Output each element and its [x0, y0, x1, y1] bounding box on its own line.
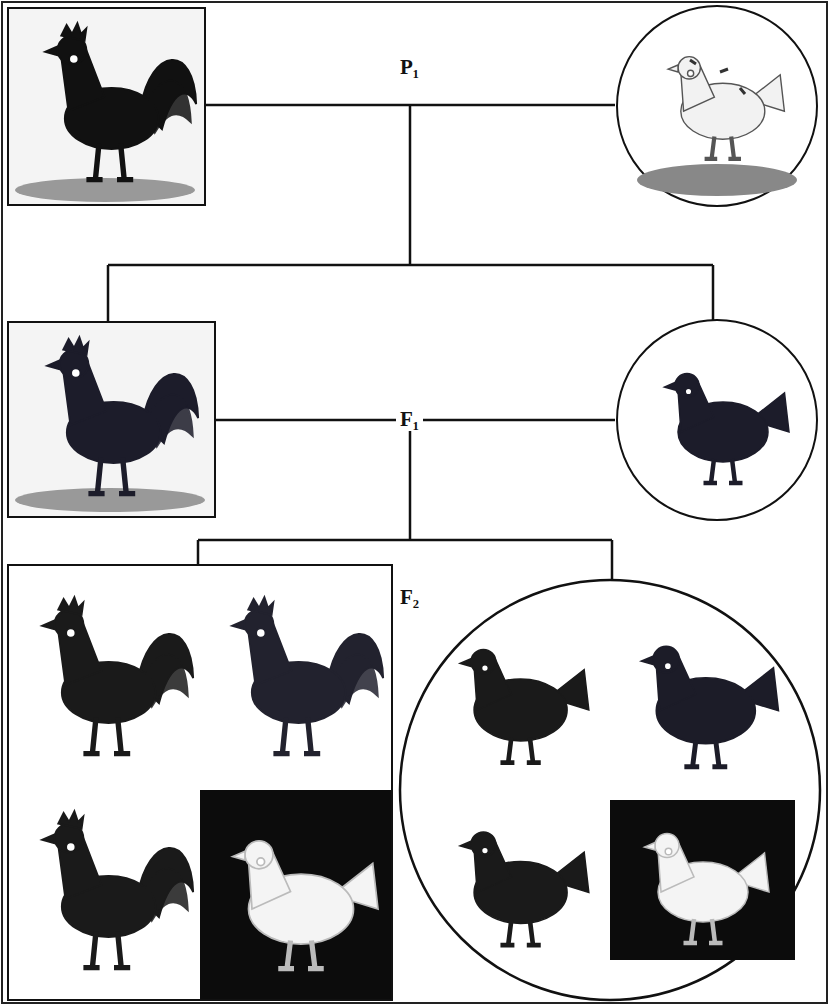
generation-label: F₂ — [396, 586, 423, 609]
generation-label: F₁ — [396, 408, 423, 431]
generation-label: P₁ — [396, 56, 423, 79]
